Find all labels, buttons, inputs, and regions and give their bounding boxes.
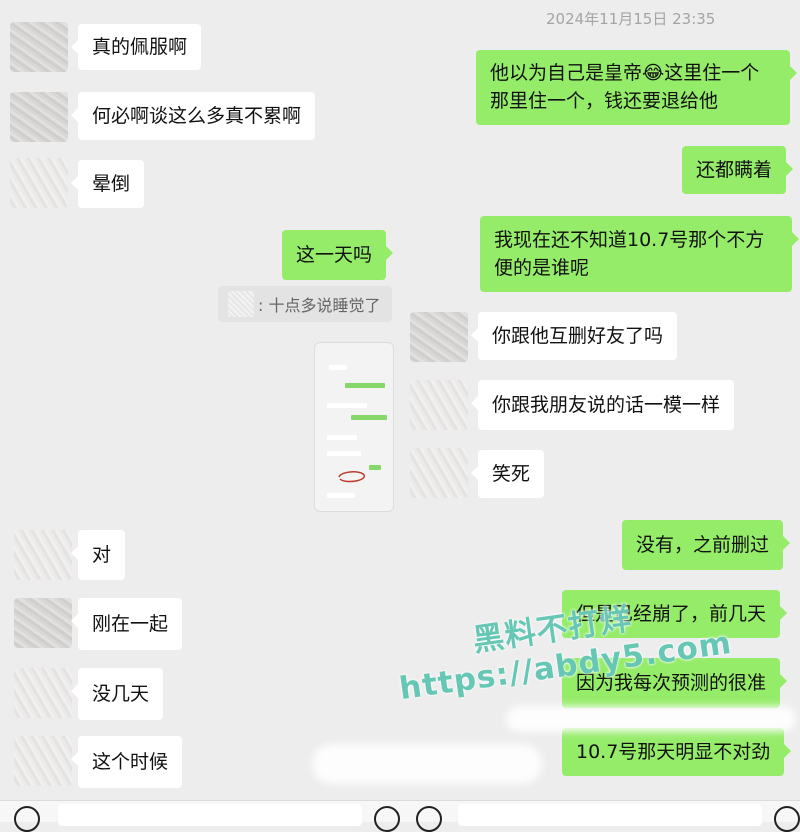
avatar[interactable] xyxy=(14,598,72,648)
thumb-line xyxy=(351,415,387,420)
message-received[interactable]: 对 xyxy=(70,530,126,580)
avatar[interactable] xyxy=(10,92,68,142)
message-received[interactable]: 真的佩服啊 xyxy=(70,24,202,70)
message-received[interactable]: 笑死 xyxy=(470,450,545,498)
avatar[interactable] xyxy=(410,312,468,362)
thumb-line xyxy=(369,465,381,470)
thumb-line xyxy=(327,451,361,456)
thumb-line xyxy=(329,365,347,370)
message-sent[interactable]: 但是已经崩了，前几天 xyxy=(562,590,788,638)
message-received[interactable]: 刚在一起 xyxy=(70,598,183,650)
message-received[interactable]: 这个时候 xyxy=(70,736,183,788)
avatar[interactable] xyxy=(10,158,68,208)
message-sent[interactable]: 他以为自己是皇帝😂这里住一个那里住一个，钱还要退给他 xyxy=(476,50,797,125)
message-received[interactable]: 没几天 xyxy=(70,668,164,720)
message-sent[interactable]: 10.7号那天明显不对劲 xyxy=(562,728,792,776)
redaction-smear xyxy=(312,744,542,784)
redaction-smear xyxy=(506,706,796,732)
message-received[interactable]: 晕倒 xyxy=(70,160,145,208)
red-circle-mark xyxy=(338,471,365,483)
quote-reply[interactable]: : 十点多说睡觉了 xyxy=(218,286,392,322)
avatar[interactable] xyxy=(14,530,72,580)
emoji-icon[interactable] xyxy=(774,806,800,832)
message-received[interactable]: 你跟他互删好友了吗 xyxy=(470,312,678,360)
avatar[interactable] xyxy=(10,22,68,72)
emoji-icon[interactable] xyxy=(374,806,400,832)
thumb-line xyxy=(327,435,357,440)
message-input[interactable] xyxy=(458,804,762,826)
timestamp: 2024年11月15日 23:35 xyxy=(546,10,716,28)
avatar[interactable] xyxy=(14,736,72,786)
message-sent[interactable]: 因为我每次预测的很准 xyxy=(562,658,788,708)
avatar[interactable] xyxy=(14,668,72,718)
message-received[interactable]: 何必啊谈这么多真不累啊 xyxy=(70,92,316,140)
quote-thumbnail xyxy=(228,291,254,317)
thumb-line xyxy=(327,493,355,498)
image-thumbnail[interactable] xyxy=(314,342,394,512)
thumb-line xyxy=(345,383,385,388)
message-received[interactable]: 你跟我朋友说的话一模一样 xyxy=(470,380,735,430)
message-sent[interactable]: 没有，之前删过 xyxy=(622,520,791,570)
message-sent[interactable]: 这一天吗 xyxy=(282,230,394,280)
voice-icon[interactable] xyxy=(416,806,442,832)
quote-reply-text: : 十点多说睡觉了 xyxy=(258,296,381,315)
voice-icon[interactable] xyxy=(14,806,40,832)
avatar[interactable] xyxy=(410,380,468,430)
thumb-line xyxy=(327,403,367,408)
message-sent[interactable]: 还都瞒着 xyxy=(682,146,794,194)
avatar[interactable] xyxy=(410,448,468,498)
message-sent[interactable]: 我现在还不知道10.7号那个不方便的是谁呢 xyxy=(480,216,799,292)
message-input[interactable] xyxy=(58,804,362,826)
